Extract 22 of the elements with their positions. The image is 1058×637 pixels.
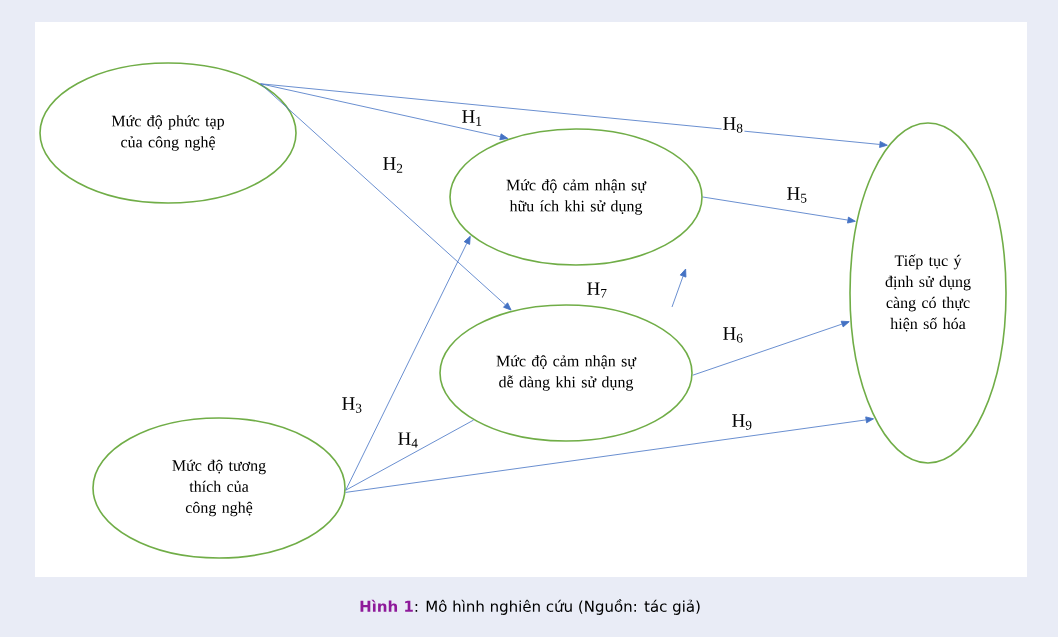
arrow	[345, 416, 874, 493]
arrow	[345, 235, 471, 491]
edge-label: H$_{1}$	[460, 109, 484, 127]
arrow	[260, 83, 888, 148]
ellipse-node: Mức độ tương thích của công nghệ	[92, 417, 346, 559]
edge-label: H$_{5}$	[785, 186, 809, 204]
figure-caption: Hình 1: Mô hình nghiên cứu (Nguồn: tác giả)	[360, 599, 700, 615]
edge-label: H$_{2}$	[381, 156, 405, 174]
ellipse-node: Mức độ phức tạp của công nghệ	[39, 62, 297, 204]
ellipse-node: Mức độ cảm nhận sự hữu ích khi sử dụng	[449, 128, 703, 266]
arrow	[702, 196, 856, 224]
ellipse-node: Mức độ cảm nhận sự dễ dàng khi sử dụng	[439, 304, 693, 442]
ellipse-node: Tiếp tục ý định sử dụng càng có thực hiện số hóa	[849, 122, 1007, 464]
edge-label: H$_{7}$	[585, 281, 609, 299]
edge-label: H$_{8}$	[721, 116, 745, 134]
arrow	[692, 320, 850, 376]
edge-label: H$_{4}$	[396, 431, 420, 449]
edge-label: H$_{9}$	[730, 413, 754, 431]
arrow	[671, 268, 687, 308]
arrow	[260, 83, 512, 311]
edge-label: H$_{6}$	[721, 326, 745, 344]
edge-label: H$_{3}$	[340, 396, 364, 414]
